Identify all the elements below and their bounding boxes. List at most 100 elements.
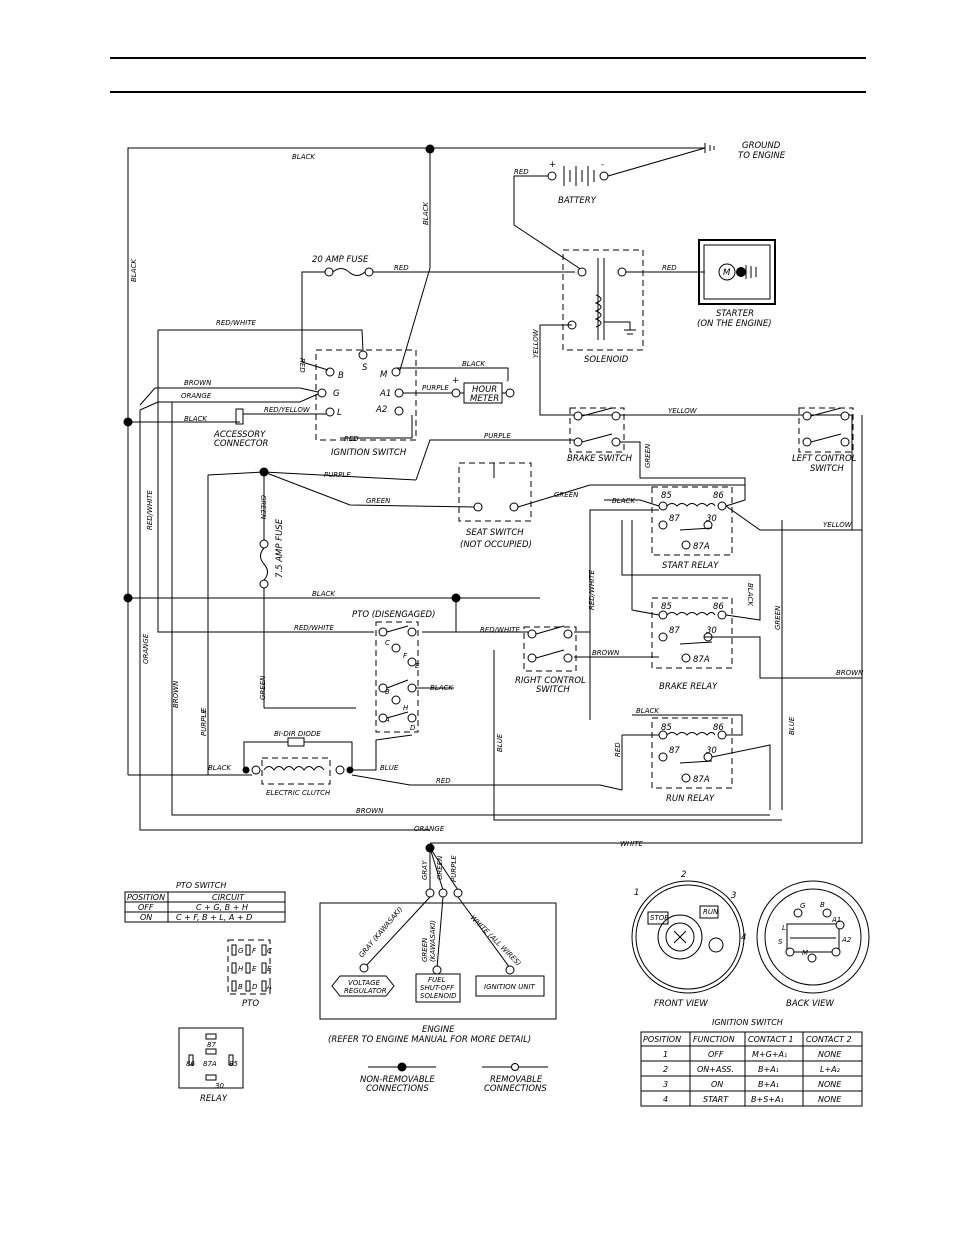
legend-removable-1: REMOVABLE bbox=[490, 1075, 543, 1085]
battery-plus: + bbox=[549, 160, 556, 170]
relay-pinout bbox=[178, 1027, 244, 1089]
wire-label-red-white-top: RED/WHITE bbox=[216, 319, 257, 327]
ign-row1-c2: NONE bbox=[818, 1050, 842, 1059]
wire-label-purple-left: PURPLE bbox=[200, 709, 208, 736]
ign-row3-c1: B+A₁ bbox=[758, 1080, 779, 1089]
relay-pinout-label: RELAY bbox=[200, 1094, 228, 1104]
wire-label-red-fuse: RED bbox=[394, 264, 409, 272]
battery-minus: - bbox=[601, 160, 604, 170]
pto-table-row2-circuit: C + F, B + L, A + D bbox=[176, 913, 252, 922]
ignition-unit-label: IGNITION UNIT bbox=[484, 983, 536, 991]
legend-nonremovable-1: NON-REMOVABLE bbox=[360, 1075, 435, 1085]
left-control-switch bbox=[798, 407, 854, 453]
wire-label-blue-rc: BLUE bbox=[496, 733, 504, 752]
ground-label-2: TO ENGINE bbox=[738, 151, 786, 161]
hour-label-2: METER bbox=[470, 394, 499, 404]
ign-row4-c1: B+S+A₁ bbox=[751, 1095, 784, 1104]
ign-row1-pos: 1 bbox=[663, 1050, 668, 1059]
bi-dir-diode bbox=[243, 737, 353, 770]
wire-label-orange-ign: ORANGE bbox=[181, 392, 212, 400]
ign-row4-func: START bbox=[703, 1095, 729, 1104]
start-relay-85: 85 bbox=[661, 491, 672, 501]
ign-term-g: G bbox=[333, 389, 340, 399]
brake-relay-label: BRAKE RELAY bbox=[659, 682, 718, 692]
wire-label-red-ign-bottom: RED bbox=[344, 435, 359, 443]
wire-label-red-white-left: RED/WHITE bbox=[146, 489, 154, 530]
wire-label-green-brake: GREEN bbox=[644, 443, 652, 468]
ignition-table-title: IGNITION SWITCH bbox=[712, 1018, 783, 1027]
back-term-m: M bbox=[802, 949, 808, 957]
fuse-7-5-amp bbox=[259, 472, 356, 709]
wire-label-black-clutch: BLACK bbox=[208, 764, 232, 772]
pto-switch bbox=[375, 621, 419, 733]
hour-plus: + bbox=[452, 376, 459, 386]
wire-label-brown-right: BROWN bbox=[836, 669, 864, 677]
pto-table-title: PTO SWITCH bbox=[176, 881, 226, 890]
starter-label-1: STARTER bbox=[716, 309, 754, 319]
solenoid-label: SOLENOID bbox=[584, 355, 629, 365]
pto-pin-a: A bbox=[266, 983, 272, 991]
green-kawasaki-label-1: GREEN bbox=[421, 937, 429, 962]
legend-removable-2: CONNECTIONS bbox=[484, 1084, 547, 1094]
front-pos-1: 1 bbox=[634, 888, 639, 898]
ground-wire bbox=[127, 143, 715, 775]
ign-row3-pos: 3 bbox=[663, 1080, 668, 1089]
fuse-20-label: 20 AMP FUSE bbox=[312, 255, 369, 265]
ign-term-a2: A2 bbox=[375, 405, 387, 415]
right-control-label-2: SWITCH bbox=[536, 685, 570, 695]
accessory-label-2: CONNECTOR bbox=[214, 439, 269, 449]
ign-term-s: S bbox=[362, 363, 368, 373]
wire-label-yellow-sol: YELLOW bbox=[532, 328, 540, 358]
wire-label-green-engine: GREEN bbox=[436, 855, 444, 880]
brake-relay-30: 30 bbox=[706, 626, 717, 636]
fuel-label-2: SHUT-OFF bbox=[420, 984, 455, 992]
ign-term-m: M bbox=[380, 370, 388, 380]
ignition-front-view bbox=[631, 880, 745, 994]
pto-pin-g: G bbox=[238, 947, 244, 955]
start-relay-86: 86 bbox=[713, 491, 724, 501]
wire-label-black-mid: BLACK bbox=[312, 590, 336, 598]
green-kawasaki-label-2: (KAWASAKI) bbox=[429, 920, 437, 962]
fuel-label-3: SOLENOID bbox=[420, 992, 457, 1000]
wire-label-black-start-right: BLACK bbox=[746, 583, 754, 607]
ground-label-1: GROUND bbox=[742, 141, 781, 151]
wire-label-black-vertical: BLACK bbox=[422, 201, 430, 225]
wire-label-black-left: BLACK bbox=[130, 258, 138, 282]
pto-term-b: B bbox=[385, 688, 390, 696]
run-relay-86: 86 bbox=[713, 723, 724, 733]
brake-relay-85: 85 bbox=[661, 602, 672, 612]
wire-label-red-yellow: RED/YELLOW bbox=[264, 406, 311, 414]
voltage-regulator-label-1: VOLTAGE bbox=[348, 979, 381, 987]
voltage-regulator-label-2: REGULATOR bbox=[344, 987, 387, 995]
ignition-switch bbox=[315, 349, 417, 441]
brake-relay-87: 87 bbox=[669, 626, 680, 636]
wire-label-red-white-pto: RED/WHITE bbox=[294, 624, 335, 632]
back-term-g: G bbox=[800, 902, 806, 910]
ign-term-b: B bbox=[338, 371, 344, 381]
relay-pin-87a: 87A bbox=[203, 1060, 217, 1068]
wire-label-red-clutch: RED bbox=[436, 777, 451, 785]
legend bbox=[368, 1062, 548, 1072]
start-relay-30: 30 bbox=[706, 514, 717, 524]
pto-table-row1-circuit: C + G, B + H bbox=[196, 903, 248, 912]
wire-label-green-relay: GREEN bbox=[774, 605, 782, 630]
front-stop-label: STOP bbox=[650, 914, 669, 922]
relay-pin-87: 87 bbox=[207, 1041, 216, 1049]
accessory-label-1: ACCESSORY bbox=[213, 430, 266, 440]
brake-switch-label: BRAKE SWITCH bbox=[567, 454, 633, 464]
run-relay-85: 85 bbox=[661, 723, 672, 733]
left-control-label-1: LEFT CONTROL bbox=[792, 454, 857, 464]
seat-switch bbox=[458, 462, 532, 522]
engine-harness bbox=[319, 847, 557, 1020]
wire-label-purple-fuse: PURPLE bbox=[324, 471, 351, 479]
wire-label-blue-clutch: BLUE bbox=[380, 764, 399, 772]
starter-motor-symbol: M bbox=[723, 268, 731, 278]
electric-clutch bbox=[251, 757, 354, 785]
wire-label-black-acc: BLACK bbox=[184, 415, 208, 423]
wire-label-brown-bottom: BROWN bbox=[356, 807, 384, 815]
front-pos-3: 3 bbox=[731, 891, 736, 901]
run-relay-label: RUN RELAY bbox=[666, 794, 715, 804]
pto-disengaged-label: PTO (DISENGAGED) bbox=[352, 610, 435, 620]
run-relay-87: 87 bbox=[669, 746, 680, 756]
ignition-table bbox=[640, 1031, 863, 1107]
